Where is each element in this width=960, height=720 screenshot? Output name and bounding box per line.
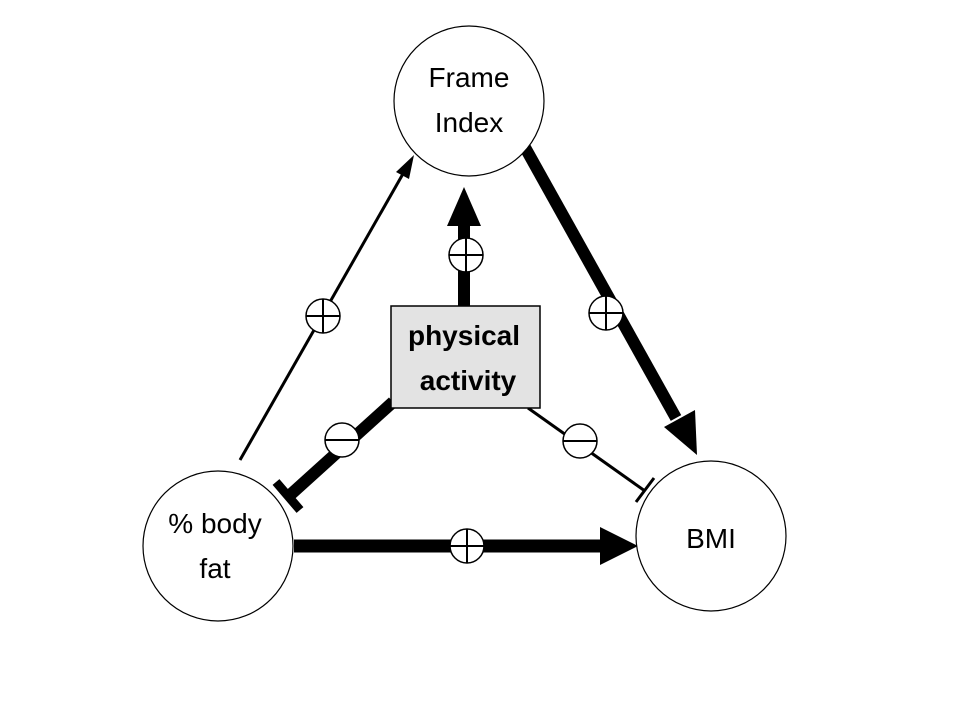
plus-sign-icon [305, 298, 341, 334]
minus-sign-icon [562, 423, 598, 459]
node-frame-index: Frame Index [393, 25, 545, 177]
node-physical-activity-label-line2: activity [420, 365, 517, 396]
edge-bodyfat-to-bmi [294, 527, 638, 565]
node-frame-index-label-line1: Frame [429, 62, 510, 93]
node-physical-activity-label-line1: physical [408, 320, 520, 351]
node-bmi: BMI [635, 460, 787, 612]
edge-frameindex-to-bmi [516, 139, 697, 455]
node-body-fat: % body fat [142, 470, 294, 622]
plus-sign-icon [448, 237, 484, 273]
node-physical-activity: physical activity [390, 305, 541, 409]
node-frame-index-label-line2: Index [435, 107, 504, 138]
node-body-fat-label-line1: % body [168, 508, 261, 539]
node-body-fat-label-line2: fat [199, 553, 230, 584]
plus-sign-icon [449, 528, 485, 564]
minus-sign-icon [324, 422, 360, 458]
plus-sign-icon [588, 295, 624, 331]
edge-activity-inhibits-bmi [527, 406, 656, 503]
node-bmi-label: BMI [686, 523, 736, 554]
